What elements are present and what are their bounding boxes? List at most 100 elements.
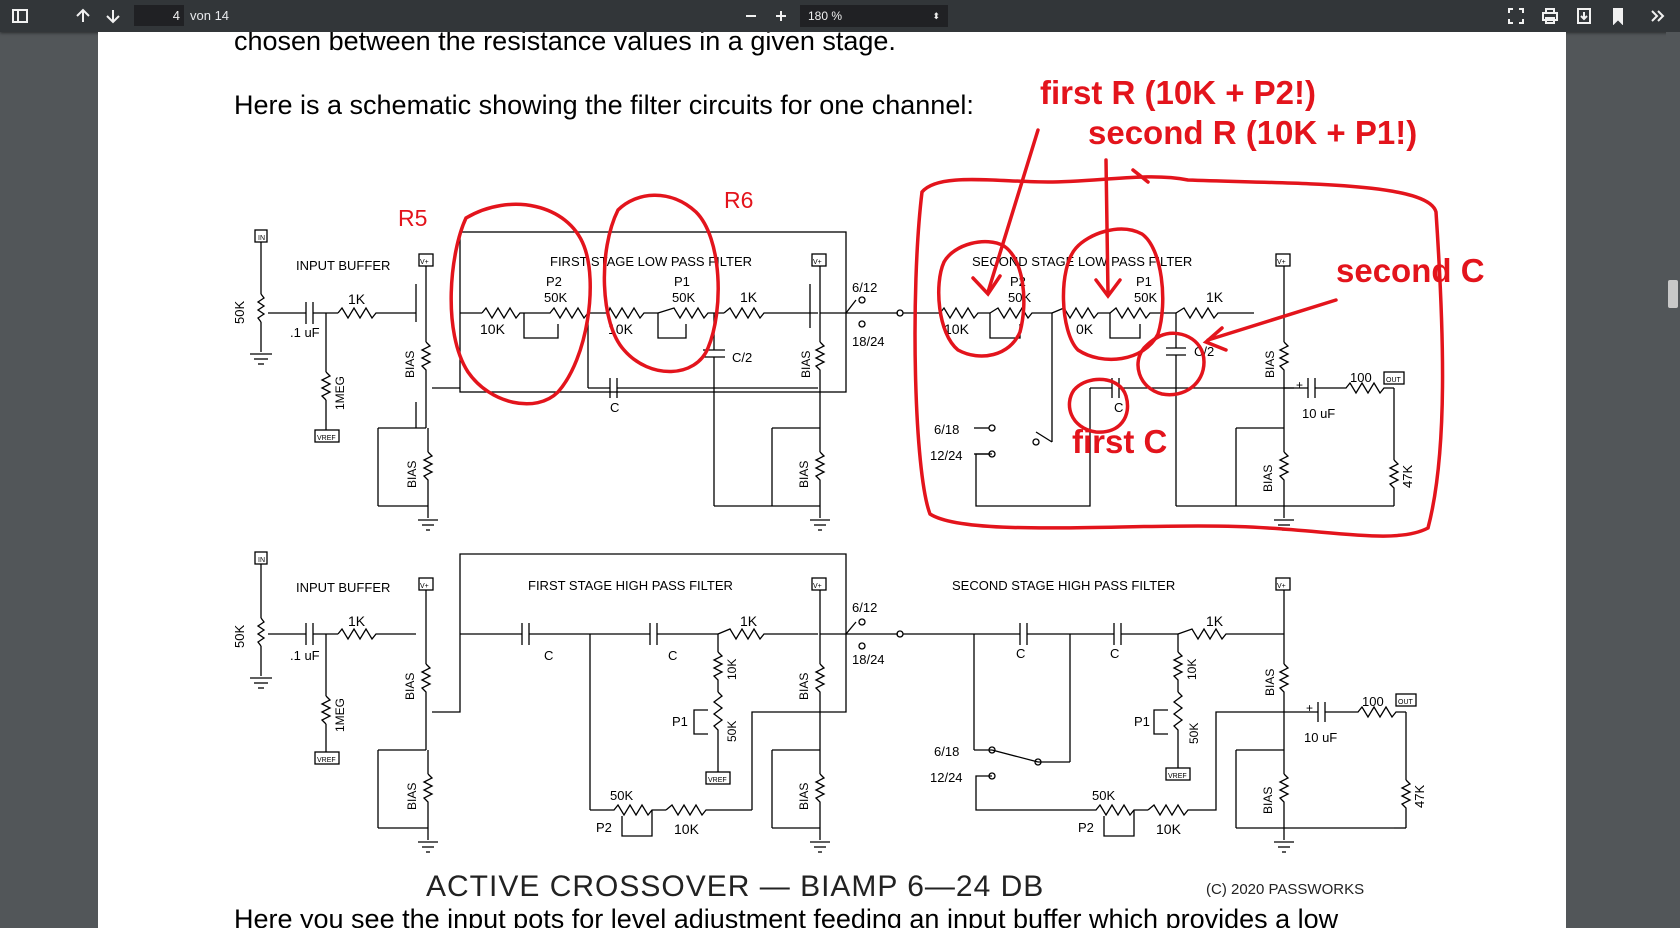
- r1meg-label: 1MEG: [333, 376, 347, 410]
- lowpass-input-buffer: IN 50K .1 uF 1K VREF 1MEG INPUT BUFFER V…: [232, 229, 438, 531]
- bias-label: BIAS: [797, 673, 811, 700]
- first-c-circle: [1067, 377, 1130, 434]
- schematic-title: ACTIVE CROSSOVER — BIAMP 6—24 DB: [426, 870, 1044, 903]
- p1-label: P1: [674, 274, 690, 289]
- sw-6-12-label: 6/12: [852, 280, 877, 295]
- r10k-label: 10K: [725, 659, 739, 680]
- annotation-r6: R6: [724, 187, 753, 213]
- r1k-label: 1K: [1206, 613, 1224, 629]
- annotation-resistor-labels: R5 R6: [398, 187, 753, 231]
- cap-input-label: .1 uF: [290, 648, 320, 663]
- bias-label: BIAS: [403, 351, 417, 378]
- pot-50k-label: 50K: [232, 625, 247, 648]
- c-label: C: [610, 400, 619, 415]
- p1-label: P1: [1136, 274, 1152, 289]
- r100-label: 100: [1362, 694, 1384, 709]
- zoom-value: 180 %: [808, 9, 843, 23]
- p1-label: P1: [1134, 714, 1150, 729]
- pot-50k-label: 50K: [1008, 290, 1031, 305]
- bias-label: BIAS: [1263, 669, 1277, 696]
- zoom-select[interactable]: 180 % ⬍: [800, 5, 948, 27]
- pot-50k-label: 50K: [1187, 723, 1201, 744]
- sw-6-18-label: 6/18: [934, 422, 959, 437]
- annotation-first-r: first R (10K + P2!): [1040, 74, 1316, 111]
- bookmark-icon[interactable]: [1606, 4, 1630, 28]
- doc-line-intro: Here is a schematic showing the filter c…: [234, 90, 974, 120]
- p1-label: P1: [672, 714, 688, 729]
- minus-icon[interactable]: [739, 4, 763, 28]
- r5-circle: [449, 202, 592, 406]
- out-label: OUT: [1398, 699, 1414, 706]
- annotation-second-c: second C: [1336, 252, 1485, 289]
- hp-stage1-title: FIRST STAGE HIGH PASS FILTER: [528, 578, 733, 593]
- cap-out-label: 10 uF: [1304, 730, 1337, 745]
- r10k-label: 10K: [944, 321, 970, 337]
- plus-icon[interactable]: [769, 4, 793, 28]
- r47k-label: 47K: [1412, 785, 1427, 808]
- bias-label: BIAS: [1263, 351, 1277, 378]
- annotation-r5: R5: [398, 205, 427, 231]
- r47k-label: 47K: [1400, 465, 1415, 488]
- annotation-first-c: first C: [1072, 423, 1167, 460]
- vref-label: VREF: [317, 435, 336, 442]
- arrow-down-icon[interactable]: [101, 4, 125, 28]
- out-label: OUT: [1386, 377, 1402, 384]
- annotation-second-r: second R (10K + P1!): [1088, 114, 1417, 151]
- chevron-updown-icon: ⬍: [932, 11, 940, 21]
- sw-18-24-label: 18/24: [852, 334, 885, 349]
- highpass-second-stage: SECOND STAGE HIGH PASS FILTER C C 1K 6/1…: [903, 577, 1427, 853]
- bias-label: BIAS: [405, 461, 419, 488]
- plus-sign: +: [1306, 701, 1313, 715]
- page-total: von 14: [190, 8, 230, 23]
- download-icon[interactable]: [1572, 4, 1596, 28]
- pdf-page: chosen between the resistance values in …: [98, 32, 1566, 928]
- input-buffer-title: INPUT BUFFER: [296, 580, 390, 595]
- arrow-up-icon[interactable]: [71, 4, 95, 28]
- lowpass-first-stage: FIRST STAGE LOW PASS FILTER 10K P2 50K 1…: [432, 231, 904, 531]
- print-icon[interactable]: [1538, 4, 1562, 28]
- scrollbar-thumb[interactable]: [1668, 280, 1678, 308]
- more-tools-icon[interactable]: [1646, 4, 1670, 28]
- pdf-toolbar: von 14 180 % ⬍: [0, 0, 1680, 32]
- cap-out-label: 10 uF: [1302, 406, 1335, 421]
- c-half-label: C/2: [732, 350, 752, 365]
- fit-page-icon[interactable]: [1504, 4, 1528, 28]
- vref-label: VREF: [1168, 773, 1187, 780]
- scrollbar-track[interactable]: [1666, 32, 1680, 928]
- vref-label: VREF: [708, 777, 727, 784]
- in-label: IN: [258, 235, 265, 242]
- p2-label: P2: [1078, 820, 1094, 835]
- r10k-label: 10K: [480, 321, 506, 337]
- r1k-label: 1K: [348, 291, 366, 307]
- in-label: IN: [258, 557, 265, 564]
- p2-label: P2: [596, 820, 612, 835]
- vplus-label: V+: [813, 259, 822, 266]
- sidebar-toggle-icon[interactable]: [8, 4, 32, 28]
- p2-label: P2: [546, 274, 562, 289]
- r10k-label: 10K: [674, 821, 700, 837]
- vplus-label: V+: [1277, 259, 1286, 266]
- r1k-label: 1K: [740, 613, 758, 629]
- input-buffer-title: INPUT BUFFER: [296, 258, 390, 273]
- sw-6-18-label: 6/18: [934, 744, 959, 759]
- c-label: C: [1110, 646, 1119, 661]
- annotation-texts: first R (10K + P2!) second R (10K + P1!)…: [1040, 74, 1485, 460]
- vplus-label: V+: [1277, 583, 1286, 590]
- sw-18-24-label: 18/24: [852, 652, 885, 667]
- hp-stage2-title: SECOND STAGE HIGH PASS FILTER: [952, 578, 1175, 593]
- r1k-label: 1K: [740, 289, 758, 305]
- schematic-copyright: (C) 2020 PASSWORKS: [1206, 881, 1364, 898]
- r6-circle: [602, 193, 720, 374]
- c-label: C: [668, 648, 677, 663]
- page-number-input[interactable]: [134, 5, 184, 26]
- red-annotations: [449, 128, 1445, 538]
- r1meg-label: 1MEG: [333, 698, 347, 732]
- lp-stage2-title: SECOND STAGE LOW PASS FILTER: [972, 254, 1192, 269]
- c-label: C: [1114, 400, 1123, 415]
- vplus-label: V+: [813, 583, 822, 590]
- lp-stage1-title: FIRST STAGE LOW PASS FILTER: [550, 254, 752, 269]
- arrow-second-c: [1206, 298, 1338, 342]
- second-stage-outline: [913, 175, 1445, 538]
- pot-50k-label: 50K: [672, 290, 695, 305]
- r10k-label: 10K: [1185, 659, 1199, 680]
